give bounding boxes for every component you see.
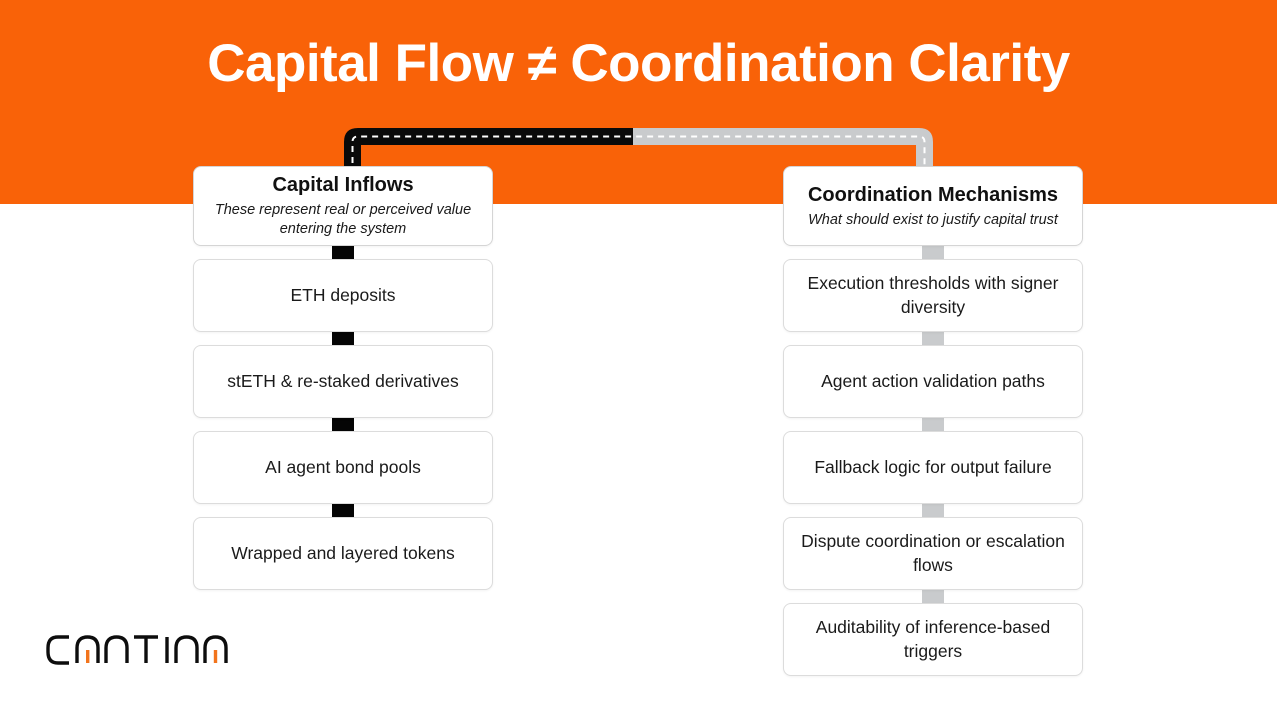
card-label: Auditability of inference-based triggers — [815, 617, 1051, 661]
card-wrapped-layered-tokens[interactable]: Wrapped and layered tokens — [193, 517, 493, 590]
card-title: Capital Inflows — [272, 174, 414, 197]
card-auditability-triggers[interactable]: Auditability of inference-based triggers — [783, 603, 1083, 676]
card-subtitle: These represent real or perceived value … — [214, 202, 472, 237]
connector-nub — [922, 246, 944, 259]
column-capital-inflows: Capital Inflows These represent real or … — [193, 166, 493, 590]
card-execution-thresholds[interactable]: Execution thresholds with signer diversi… — [783, 259, 1083, 332]
card-subtitle: What should exist to justify capital tru… — [808, 211, 1058, 228]
logo-accent-tick — [86, 650, 90, 663]
header-band — [0, 0, 1277, 204]
card-title: Coordination Mechanisms — [807, 183, 1059, 206]
card-label: Agent action validation paths — [821, 370, 1045, 391]
connector-nub — [332, 332, 354, 345]
card-label: stETH & re-staked derivatives — [227, 370, 459, 391]
column-coordination-mechanisms: Coordination Mechanisms What should exis… — [783, 166, 1083, 676]
connector-nub — [922, 418, 944, 431]
card-fallback-logic[interactable]: Fallback logic for output failure — [783, 431, 1083, 504]
card-eth-deposits[interactable]: ETH deposits — [193, 259, 493, 332]
connector-nub — [922, 332, 944, 345]
card-label: ETH deposits — [290, 284, 396, 305]
card-label: Dispute coordination or escalation flows — [801, 531, 1065, 575]
connector-nub — [332, 418, 354, 431]
card-steth-derivatives[interactable]: stETH & re-staked derivatives — [193, 345, 493, 418]
card-ai-agent-bond-pools[interactable]: AI agent bond pools — [193, 431, 493, 504]
card-label: Fallback logic for output failure — [814, 456, 1052, 477]
connector-nub — [332, 504, 354, 517]
cantina-logo — [46, 634, 231, 666]
connector-nub — [922, 504, 944, 517]
page-title: Capital Flow ≠ Coordination Clarity — [207, 34, 1070, 93]
card-coordination-mechanisms-header[interactable]: Coordination Mechanisms What should exis… — [783, 166, 1083, 246]
card-dispute-coordination[interactable]: Dispute coordination or escalation flows — [783, 517, 1083, 590]
card-capital-inflows-header[interactable]: Capital Inflows These represent real or … — [193, 166, 493, 246]
connector-nub — [922, 590, 944, 603]
card-label: Execution thresholds with signer diversi… — [807, 273, 1059, 317]
card-agent-action-validation[interactable]: Agent action validation paths — [783, 345, 1083, 418]
logo-accent-tick — [213, 650, 218, 663]
card-label: Wrapped and layered tokens — [231, 542, 455, 563]
connector-nub — [332, 246, 354, 259]
card-label: AI agent bond pools — [265, 456, 421, 477]
